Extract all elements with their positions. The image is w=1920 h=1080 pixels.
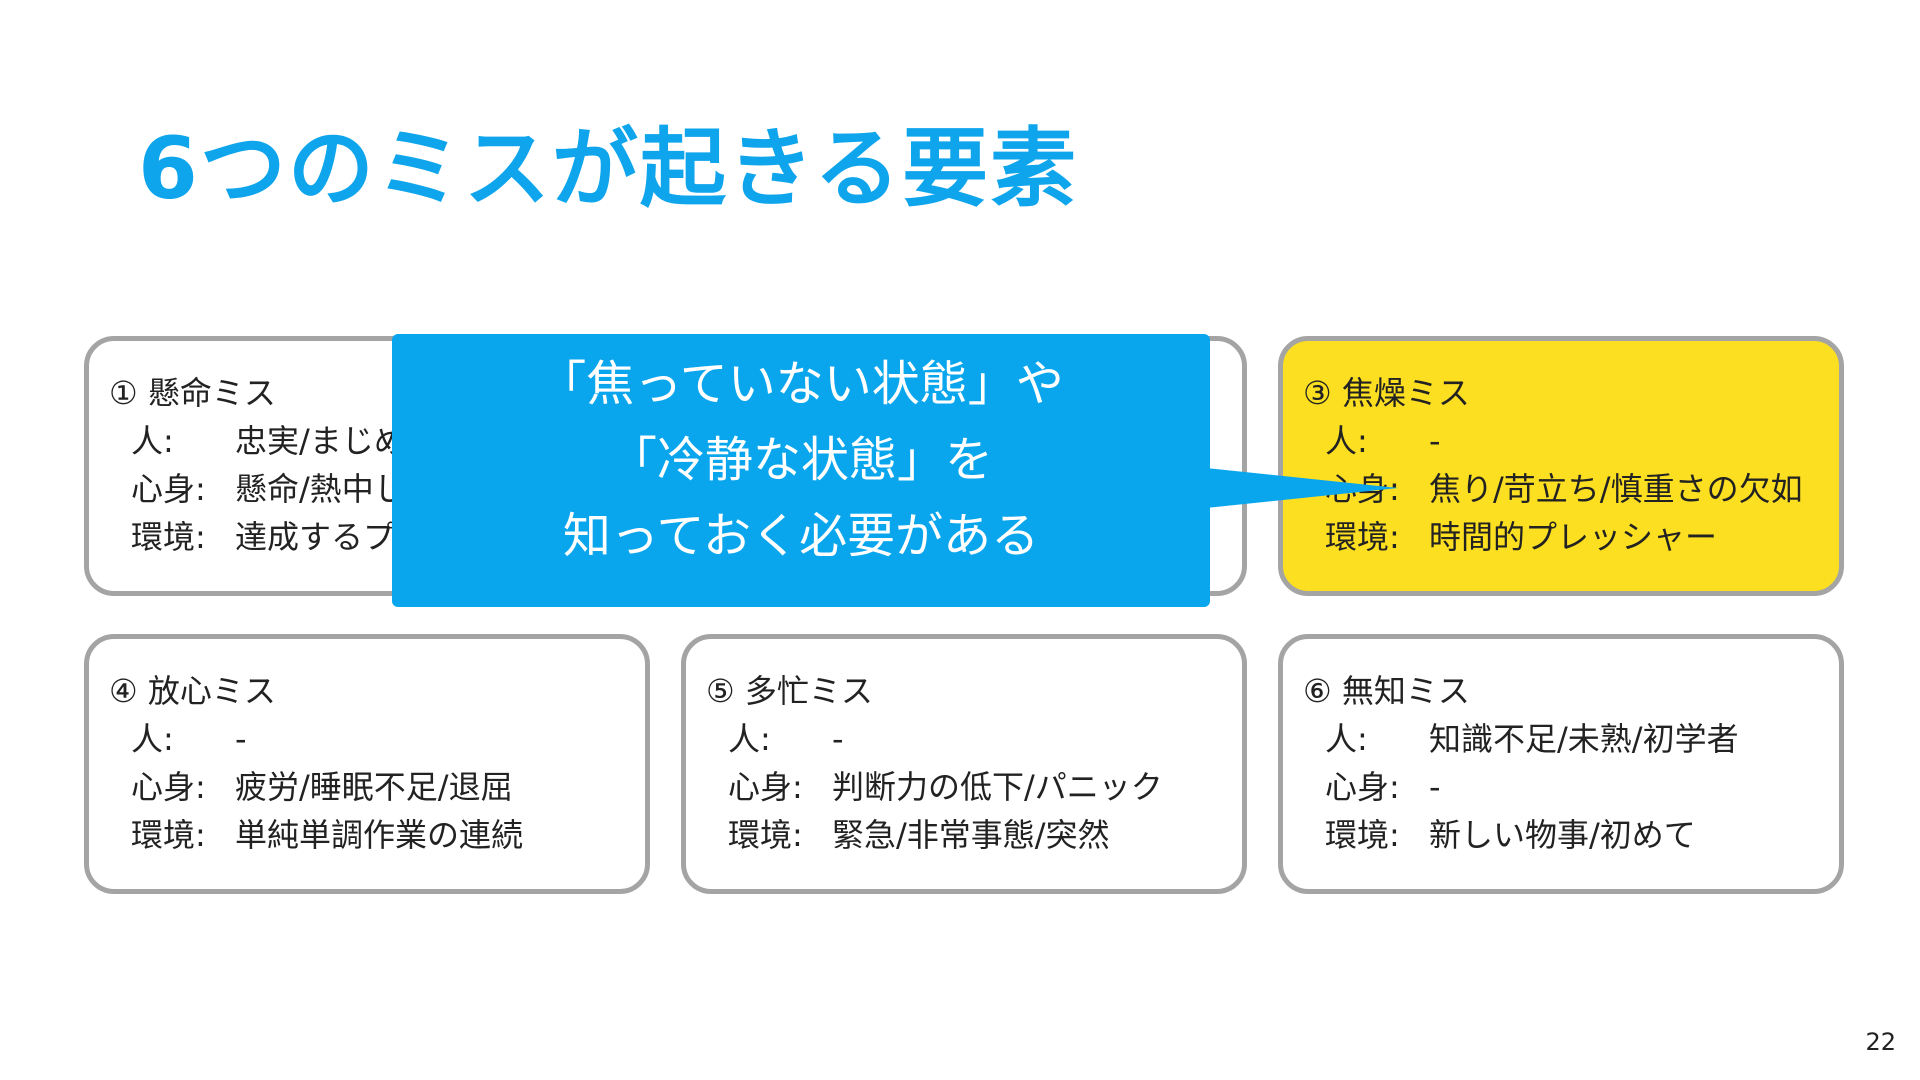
page-number: 22 [1865,1028,1896,1056]
row-label: 心身: [131,470,206,508]
card-row-environment: 環境: 新しい物事/初めて [1303,811,1839,859]
callout-line: 「冷静な状態」を [608,432,993,488]
card-row-mind-body: 心身: 判断力の低下/パニック [706,763,1242,811]
card-row-environment: 環境: 緊急/非常事態/突然 [706,811,1242,859]
row-value: 忠実/まじめ [235,422,406,460]
row-value: 緊急/非常事態/突然 [832,816,1110,854]
row-value: 時間的プレッシャー [1429,518,1718,556]
row-value: 焦り/苛立ち/慎重さの欠如 [1429,470,1803,508]
callout-line: 知っておく必要がある [562,508,1040,564]
card-title: ③ 焦燥ミス [1303,374,1470,412]
card-title: ④ 放心ミス [109,672,276,710]
card-row-environment: 環境: 達成するプ [109,513,645,561]
row-value: 懸命/熱中し [235,470,406,508]
card-row-mind-body: 心身: 懸命/熱中し [109,465,645,513]
row-label: 環境: [1325,816,1400,854]
callout-pointer [1206,468,1398,508]
card-muchi-miss: ⑥ 無知ミス 人: 知識不足/未熟/初学者 心身: - 環境: 新しい物事/初め… [1278,634,1844,894]
row-label: 人: [131,720,174,758]
row-label: 環境: [728,816,803,854]
row-label: 人: [131,422,174,460]
card-title: ⑥ 無知ミス [1303,672,1470,710]
row-value: 達成するプ [235,518,396,556]
row-label: 人: [1325,422,1368,460]
card-title: ⑤ 多忙ミス [706,672,873,710]
card-row-environment: 環境: 単純単調作業の連続 [109,811,645,859]
row-label: 心身: [1325,768,1400,806]
row-label: 心身: [728,768,803,806]
row-value: - [235,720,247,758]
row-value: - [1429,768,1441,806]
row-value: 疲労/睡眠不足/退屈 [235,768,513,806]
row-value: 新しい物事/初めて [1429,816,1696,854]
row-value: 判断力の低下/パニック [832,768,1163,806]
card-row-person: 人: - [109,715,645,763]
row-label: 環境: [131,518,206,556]
row-value: 知識不足/未熟/初学者 [1429,720,1739,758]
row-value: - [1429,422,1441,460]
row-label: 環境: [1325,518,1400,556]
card-houshin-miss: ④ 放心ミス 人: - 心身: 疲労/睡眠不足/退屈 環境: 単純単調作業の連続 [84,634,650,894]
card-row-person: 人: 知識不足/未熟/初学者 [1303,715,1839,763]
callout-line: 「焦っていない状態」や [538,356,1064,412]
row-label: 人: [1325,720,1368,758]
card-title: ① 懸命ミス [109,374,276,412]
card-tabou-miss: ⑤ 多忙ミス 人: - 心身: 判断力の低下/パニック 環境: 緊急/非常事態/… [681,634,1247,894]
card-row-environment: 環境: 時間的プレッシャー [1303,513,1839,561]
callout-box: 「焦っていない状態」や 「冷静な状態」を 知っておく必要がある [392,334,1210,607]
card-shousou-miss: ③ 焦燥ミス 人: - 心身: 焦り/苛立ち/慎重さの欠如 環境: 時間的プレッ… [1278,336,1844,596]
card-row-person: 人: - [706,715,1242,763]
slide-title: 6つのミスが起きる要素 [138,119,1079,219]
row-label: 環境: [131,816,206,854]
card-row-mind-body: 心身: - [1303,763,1839,811]
row-value: 単純単調作業の連続 [235,816,524,854]
row-label: 人: [728,720,771,758]
row-value: - [832,720,844,758]
card-row-person: 人: 忠実/まじめ [109,417,645,465]
card-row-person: 人: - [1303,417,1839,465]
row-label: 心身: [131,768,206,806]
card-row-mind-body: 心身: 疲労/睡眠不足/退屈 [109,763,645,811]
